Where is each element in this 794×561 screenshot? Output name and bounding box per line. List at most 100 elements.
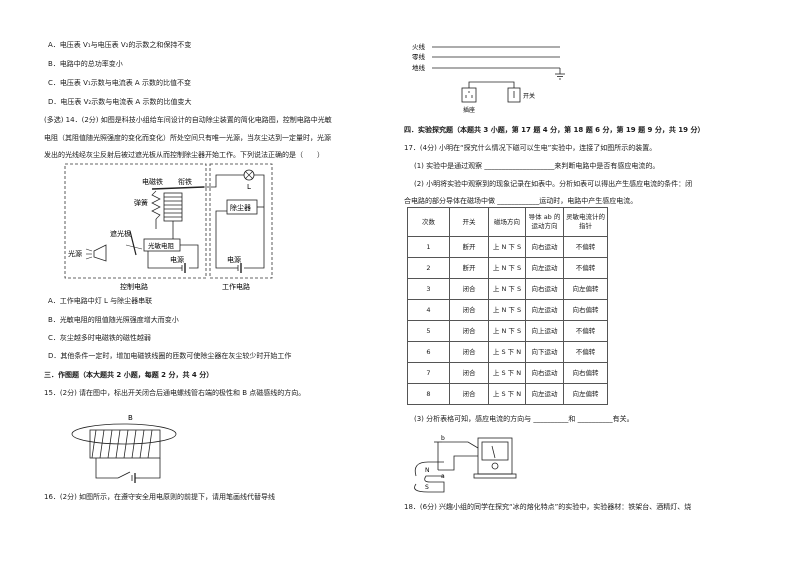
fig16-label-switch: 开关 [523,92,535,100]
table-cell: 闭合 [449,341,489,363]
q15-label-b: B [128,414,133,422]
table-header-cell: 磁场方向 [488,207,526,237]
fig14-label-electromagnet: 电磁铁 [142,177,163,186]
table-cell: 2 [407,257,450,279]
table-cell: 向右偏转 [563,362,608,384]
table-cell: 上 S 下 N [488,341,526,363]
table-cell: 闭合 [449,383,489,405]
fig14-label-power2: 电源 [227,255,241,264]
table-cell: 8 [407,383,450,405]
table-cell: 断开 [449,236,489,258]
fig14-label-control-circuit: 控制电路 [120,282,148,291]
q13-option-b: B．电路中的总功率变小 [48,60,123,68]
table-cell: 闭合 [449,299,489,321]
fig17-label-s: S [425,484,429,491]
table-cell: 闭合 [449,320,489,342]
table-cell: 向右运动 [525,278,564,300]
table-cell: 不偏转 [563,257,608,279]
q14-option-c: C．灰尘越多时电磁铁的磁性越弱 [48,334,151,342]
fig17-label-a: a [441,473,445,480]
table-cell: 不偏转 [563,320,608,342]
q16-stem: 16．(2分) 如图所示，在遵守安全用电原则的前提下，请用笔画线代替导线 [44,493,276,501]
table-header-cell: 开关 [449,207,489,237]
table-cell: 1 [407,236,450,258]
table-cell: 向右偏转 [563,299,608,321]
table-cell: 不偏转 [563,341,608,363]
fig16-label-earth-wire: 地线 [412,63,426,72]
q15-stem: 15．(2分) 请在图中，标出开关闭合后通电螺线管右端的极性和 B 点磁感线的方… [44,389,306,397]
q14-figure: 电磁铁 衔铁 弹簧 遮光板 光源 光敏电阻 电源 电源 L 除尘器 控制电路 工… [64,163,273,291]
table-header-cell: 灵敏电流计的指针 [563,207,608,237]
q16-household-circuit-figure: 火线 零线 地线 插座 开关 [412,42,565,114]
table-cell: 向左偏转 [563,383,608,405]
table-cell: 7 [407,362,450,384]
table-cell: 不偏转 [563,236,608,258]
table-header-cell: 次数 [407,207,450,237]
table-cell: 上 S 下 N [488,383,526,405]
table-cell: 向右运动 [525,236,564,258]
table-cell: 上 N 下 S [488,278,526,300]
table-cell: 断开 [449,257,489,279]
table-cell: 上 N 下 S [488,257,526,279]
q13-option-c: C．电压表 V₁示数与电流表 A 示数的比值不变 [48,79,191,87]
q14-stem-line3: 发出的光线经灰尘反射后被过遮光板从而控制除尘器开始工作。下列说法正确的是（ ） [44,151,324,159]
fig17-label-n: N [425,467,430,474]
table-header-row: 次数 开关 磁场方向 导体 ab 的运动方向 灵敏电流计的指针 [407,207,608,237]
section-3-heading: 三．作图题（本大题共 2 小题，每题 2 分，共 4 分） [44,371,214,379]
table-cell: 向上运动 [525,320,564,342]
fig14-label-work-circuit: 工作电路 [222,282,250,291]
fig14-label-lamp: L [247,183,251,191]
table-cell: 向右运动 [525,362,564,384]
q17-part1: (1) 实验中是通过观察 ____________________来判断电路中是… [414,162,660,170]
q17-stem: 17．(4分) 小明在“探究什么情况下磁可以生电”实验中，连接了如图所示的装置。 [404,144,657,152]
q17-apparatus-figure: N S b a [414,435,517,493]
q17-part2-line1: (2) 小明将实验中观察到的现象记录在如表中。分析如表可以得出产生感应电流的条件… [414,180,693,188]
table-cell: 上 N 下 S [488,299,526,321]
q14-stem-line2: 电阻（其阻值随光照强度的变化而变化）所处空间只有唯一光源，当灰尘达到一定量时，光… [44,134,331,142]
table-cell: 5 [407,320,450,342]
table-cell: 向左运动 [525,383,564,405]
fig16-label-socket: 插座 [463,106,475,114]
fig14-label-power1: 电源 [170,255,184,264]
q17-part3: (3) 分析表格可知，感应电流的方向与 __________和 ________… [414,415,634,423]
table-cell: 闭合 [449,362,489,384]
q14-option-d: D．其他条件一定时，增加电磁铁线圈的匝数可使除尘器在灰尘较少时开始工作 [48,352,292,360]
table-cell: 向左偏转 [563,278,608,300]
fig14-label-spring: 弹簧 [134,198,148,207]
q15-solenoid-figure: B [71,414,177,483]
table-cell: 向左运动 [525,257,564,279]
table-cell: 上 N 下 S [488,320,526,342]
q17-part2-line2: 合电路的部分导体在磁场中做 ____________运动时，电路中产生感应电流。 [404,197,638,205]
table-cell: 上 S 下 N [488,362,526,384]
table-cell: 上 N 下 S [488,236,526,258]
q14-option-b: B．光敏电阻的阻值随光照强度增大而变小 [48,316,179,324]
table-cell: 4 [407,299,450,321]
fig16-label-fire-wire: 火线 [412,42,426,51]
fig14-label-armature: 衔铁 [178,177,192,186]
fig17-label-b: b [441,435,445,442]
q13-option-d: D．电压表 V₂示数与电流表 A 示数的比值变大 [48,98,192,106]
table-cell: 6 [407,341,450,363]
fig14-label-light: 光源 [68,249,82,258]
section-4-heading: 四．实验探究题（本题共 3 小题，第 17 题 4 分，第 18 题 6 分，第… [404,126,705,134]
q18-stem: 18．(6分) 兴趣小组的同学在探究“冰的熔化特点”的实验中，实验器材：铁架台、… [404,503,692,511]
table-header-cell: 导体 ab 的运动方向 [525,207,564,237]
table-cell: 向左运动 [525,299,564,321]
q14-option-a: A．工作电路中灯 L 与除尘器串联 [48,297,153,305]
fig14-label-dust-collector: 除尘器 [230,203,251,212]
fig14-label-photoresistor: 光敏电阻 [148,241,175,250]
q13-option-a: A．电压表 V₁与电压表 V₂的示数之和保持不变 [48,41,192,49]
table-cell: 闭合 [449,278,489,300]
table-cell: 3 [407,278,450,300]
fig16-label-neutral-wire: 零线 [412,52,426,61]
q14-stem-line1: (多选) 14．(2分) 如图是科技小组给车间设计的自动除尘装置的简化电路图，控… [44,116,332,124]
